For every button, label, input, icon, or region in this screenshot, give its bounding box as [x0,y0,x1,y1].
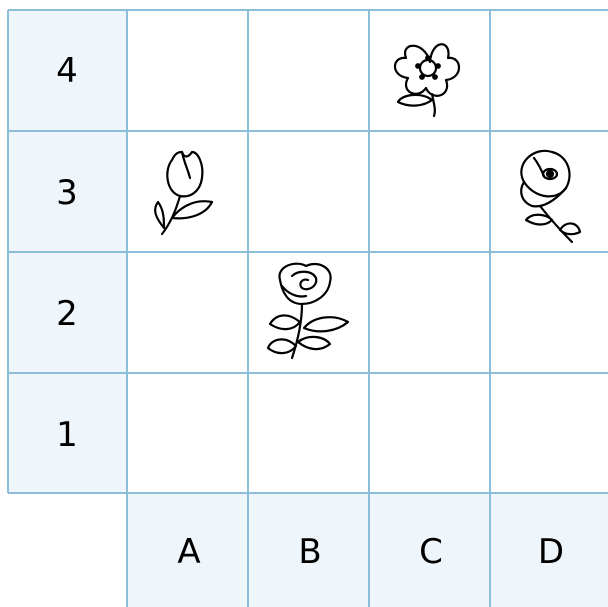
rose-flower-icon [268,264,348,358]
col-label-d: D [538,532,564,572]
poppy-flower-icon [521,151,580,242]
tulip-flower-icon [155,152,212,234]
wild-rose-flower-icon [395,44,459,116]
col-label-b: B [298,532,321,572]
col-label-c: C [419,532,443,572]
col-label-a: A [177,532,200,572]
row-label-3: 3 [56,173,78,213]
row-label-2: 2 [56,294,78,334]
row-label-1: 1 [56,415,78,455]
row-label-4: 4 [56,51,78,91]
